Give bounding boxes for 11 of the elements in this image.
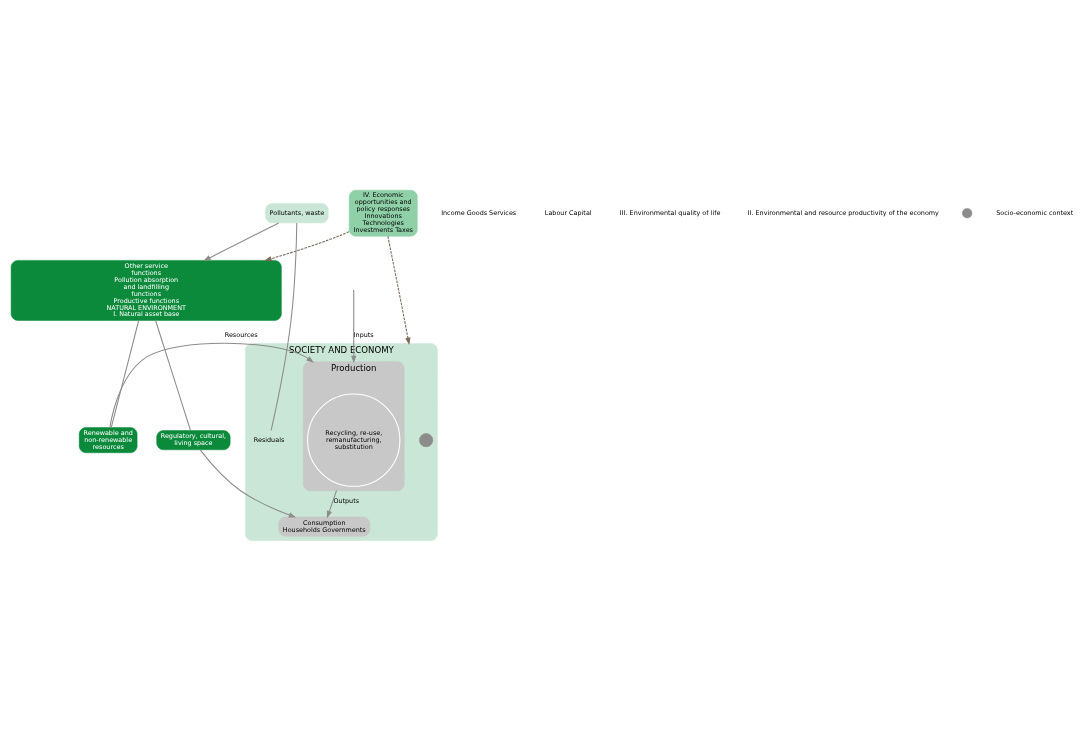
- arrow: [199, 449, 297, 518]
- connector: [155, 319, 192, 431]
- arrow: [387, 235, 411, 346]
- connector: [110, 319, 140, 428]
- arrow: [264, 231, 350, 262]
- arrow: [109, 342, 314, 429]
- arrow: [203, 222, 280, 262]
- connector: [270, 222, 298, 431]
- arrow: [351, 290, 357, 364]
- arrow: [326, 490, 337, 519]
- node-circle: [419, 433, 434, 448]
